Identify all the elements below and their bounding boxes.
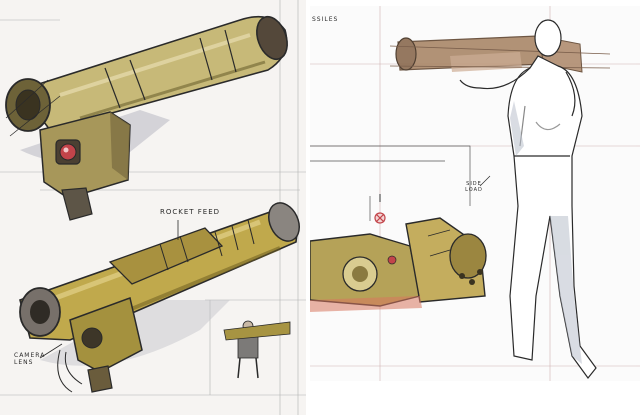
bottom-launcher-sketch [19, 202, 300, 393]
left-concept-sheet: ROCKET FEED CAMERA LENS [0, 0, 306, 415]
rocket-feed-label: ROCKET FEED [160, 208, 221, 216]
figure-scale-vignette [223, 320, 291, 379]
crosshair-marker [374, 194, 386, 224]
figure-shading [510, 101, 582, 364]
left-sketch-drawing [0, 0, 306, 415]
shoulder-launcher-sketch [389, 35, 611, 73]
side-load-label: SIDE LOAD [465, 181, 483, 193]
camera-lens-label: CAMERA LENS [14, 352, 46, 366]
side-load-detail-sketch [310, 217, 487, 312]
missiles-label: SSILES [312, 16, 339, 23]
top-launcher-sketch [5, 15, 288, 221]
right-concept-sheet: SSILES SIDE LOAD [310, 6, 640, 381]
right-sketch-drawing [310, 6, 640, 381]
